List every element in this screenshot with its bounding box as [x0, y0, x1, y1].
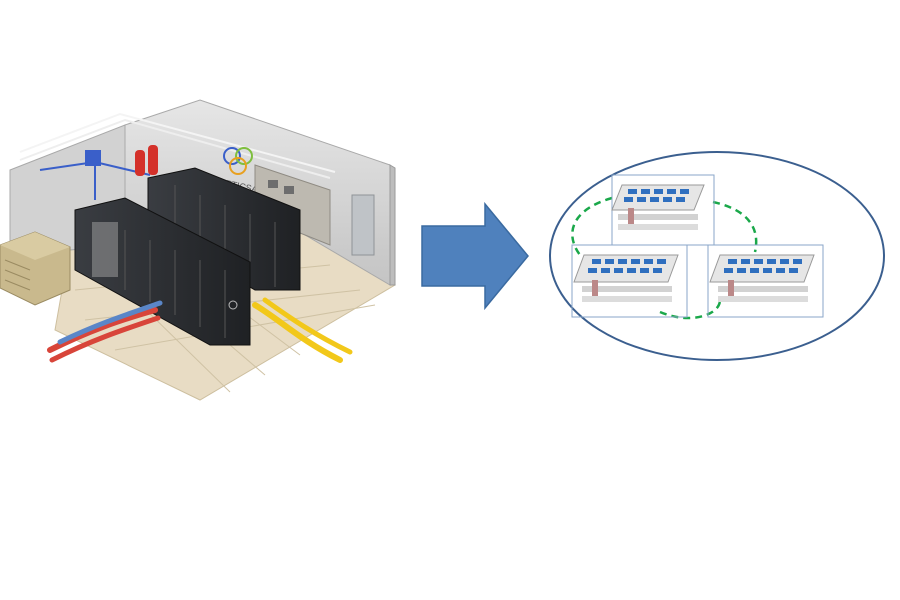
right-wall [389, 164, 396, 286]
cluster-node-3 [707, 244, 824, 318]
ups-unit [0, 231, 71, 306]
data-center-illustration: ETICSA [0, 99, 396, 401]
fire-suppression-unit [85, 145, 158, 176]
node-interconnect-links [571, 196, 758, 320]
transform-arrow [421, 201, 529, 311]
cluster-node-2 [571, 244, 688, 318]
edge-cluster [549, 151, 885, 361]
cluster-boundary [549, 151, 885, 361]
power-cables [47, 297, 353, 363]
room-door [351, 194, 375, 256]
rack-row-front [74, 197, 251, 346]
cluster-node-1 [611, 174, 715, 246]
